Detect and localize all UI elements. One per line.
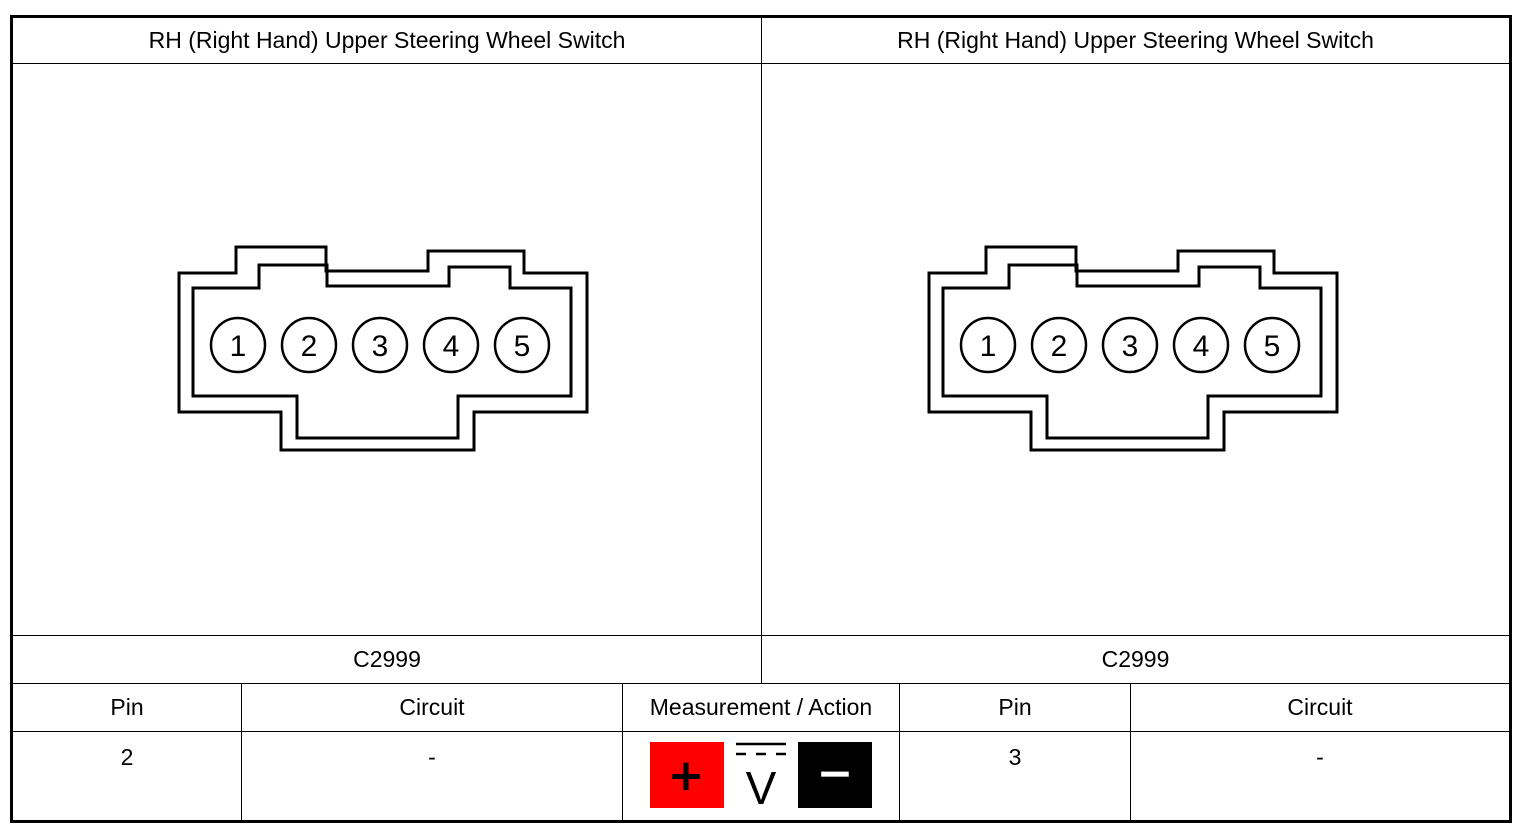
dc-voltage-measurement-icon: + V − xyxy=(650,742,872,810)
panel-title-left: RH (Right Hand) Upper Steering Wheel Swi… xyxy=(148,27,626,53)
positive-symbol: + xyxy=(668,750,705,801)
divider xyxy=(622,683,623,823)
pin-number: 2 xyxy=(1051,330,1068,363)
pin-number: 5 xyxy=(514,330,531,363)
pin-number: 3 xyxy=(372,330,389,363)
connector-id-right: C2999 xyxy=(1101,646,1170,672)
pin-2-circle xyxy=(1030,316,1088,374)
pin-4-circle xyxy=(1172,316,1230,374)
voltage-symbol: V xyxy=(746,762,777,810)
panel-title-right: RH (Right Hand) Upper Steering Wheel Swi… xyxy=(897,27,1374,53)
divider xyxy=(10,731,1512,732)
pin-2-circle xyxy=(280,316,338,374)
row-pin-right: 3 xyxy=(1008,744,1022,770)
connector-face-left: 1 2 3 4 5 xyxy=(177,245,589,452)
pin-number: 5 xyxy=(1264,330,1281,363)
pin-4-circle xyxy=(422,316,480,374)
connector-face-right: 1 2 3 4 5 xyxy=(927,245,1339,452)
header-circuit-left: Circuit xyxy=(399,694,465,720)
header-measurement: Measurement / Action xyxy=(649,694,873,720)
positive-probe-icon xyxy=(650,742,724,808)
pin-number: 1 xyxy=(230,330,247,363)
negative-symbol: − xyxy=(817,748,854,799)
pin-3-circle xyxy=(1101,316,1159,374)
pin-number: 2 xyxy=(301,330,318,363)
pin-number: 1 xyxy=(980,330,997,363)
pin-5-circle xyxy=(493,316,551,374)
header-circuit-right: Circuit xyxy=(1287,694,1353,720)
pin-number: 3 xyxy=(1122,330,1139,363)
row-circuit-right: - xyxy=(1316,744,1324,770)
pin-1-circle xyxy=(209,316,267,374)
divider xyxy=(761,15,762,684)
header-pin-right: Pin xyxy=(998,694,1032,720)
row-circuit-left: - xyxy=(428,744,436,770)
pin-circles xyxy=(209,316,551,374)
divider xyxy=(241,683,242,823)
connector-id-left: C2999 xyxy=(353,646,421,672)
header-pin-left: Pin xyxy=(110,694,144,720)
pin-number: 4 xyxy=(1193,330,1210,363)
negative-probe-icon xyxy=(798,742,872,808)
pin-1-circle xyxy=(959,316,1017,374)
divider xyxy=(899,683,900,823)
pin-5-circle xyxy=(1243,316,1301,374)
pin-number: 4 xyxy=(443,330,460,363)
divider xyxy=(1130,683,1131,823)
row-pin-left: 2 xyxy=(120,744,134,770)
pin-circles xyxy=(959,316,1301,374)
dc-symbol xyxy=(736,742,786,756)
pin-3-circle xyxy=(351,316,409,374)
